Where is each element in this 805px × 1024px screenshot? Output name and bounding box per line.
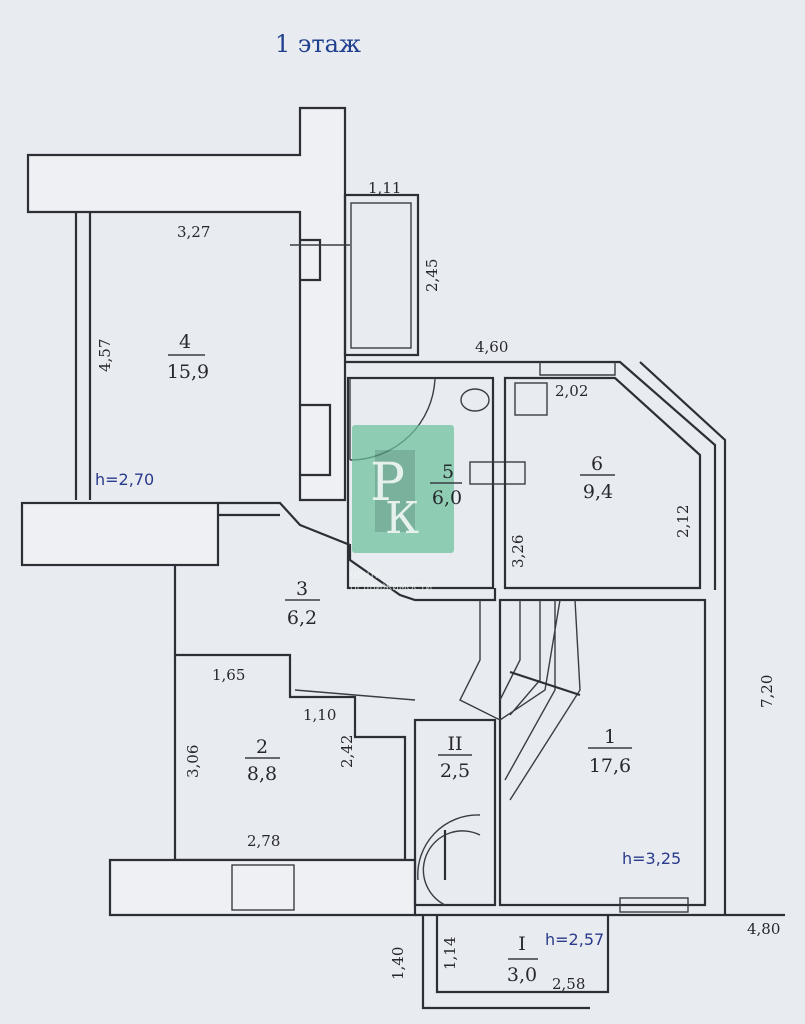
left-wall: [20, 501, 220, 567]
room-6: [503, 376, 702, 590]
room-2: [175, 653, 416, 862]
room-1-height: h=3,25: [622, 849, 681, 868]
watermark-line2: НЕДВИЖИМОСТИ: [350, 583, 432, 593]
room-2-number: 2: [256, 736, 268, 758]
right-walls: [345, 360, 727, 915]
room-5-number: 5: [442, 461, 454, 483]
dim-7-20: 7,20: [758, 675, 776, 708]
dim-3-26: 3,26: [509, 535, 527, 568]
room-4-height: h=2,70: [95, 470, 154, 489]
balcony: [343, 193, 420, 357]
floor-title: 1 этаж: [275, 30, 361, 58]
window: [231, 864, 295, 911]
room-6-number: 6: [591, 453, 603, 475]
room-4-number: 4: [179, 331, 191, 353]
dim-2-42: 2,42: [338, 735, 356, 768]
room-II: [413, 718, 497, 907]
room-I-number: I: [518, 933, 526, 955]
dimensions: 1,11 3,27 2,45 4,57 4,60 2,02 2,12 3,26 …: [96, 179, 780, 993]
room-3-hall: [173, 501, 497, 860]
boiler-icon: [514, 382, 548, 416]
stairs-arrow-icon: [509, 670, 581, 697]
dim-2-02: 2,02: [555, 382, 588, 400]
sink-icon: [469, 461, 526, 485]
dim-1-14: 1,14: [441, 937, 459, 970]
dim-1-11: 1,11: [368, 179, 401, 197]
svg-text:К: К: [385, 493, 419, 544]
dim-2-78: 2,78: [247, 832, 280, 850]
room-2-area: 8,8: [247, 763, 277, 785]
room-6-area: 9,4: [583, 481, 613, 503]
watermark-logo: Р К ЦЕНТР НЕДВИЖИМОСТИ: [350, 425, 454, 593]
room-5-area: 6,0: [432, 487, 462, 509]
bottom-wall: [108, 858, 417, 917]
room-3-area: 6,2: [287, 607, 317, 629]
room-1: [459, 598, 707, 913]
dim-3-06: 3,06: [184, 745, 202, 778]
dim-2-45: 2,45: [423, 259, 441, 292]
dim-1-40: 1,40: [389, 947, 407, 980]
dim-4-57: 4,57: [96, 339, 114, 372]
toilet-icon: [460, 388, 490, 412]
watermark-line1: ЦЕНТР: [350, 571, 381, 581]
room-II-area: 2,5: [440, 760, 470, 782]
room-I-area: 3,0: [507, 964, 537, 986]
dim-2-58: 2,58: [552, 975, 585, 993]
room-1-number: 1: [604, 726, 616, 748]
room-II-number: II: [447, 733, 462, 755]
svg-text:Р: Р: [370, 453, 405, 513]
room-3-number: 3: [296, 578, 308, 600]
room-I-porch: [421, 915, 610, 1010]
room-1-area: 17,6: [589, 755, 631, 777]
dim-1-10: 1,10: [303, 706, 336, 724]
dim-3-27: 3,27: [177, 223, 210, 241]
dim-4-80: 4,80: [747, 920, 780, 938]
room-4-area: 15,9: [167, 361, 209, 383]
room-labels: 4 15,9 5 6,0 6 9,4 3 6,2 2 8,8 1 17,6 II…: [167, 331, 632, 986]
dim-1-65: 1,65: [212, 666, 245, 684]
room-I-height: h=2,57: [545, 930, 604, 949]
room-4-walls: [26, 106, 350, 502]
dim-4-60: 4,60: [475, 338, 508, 356]
dim-2-12: 2,12: [674, 505, 692, 538]
